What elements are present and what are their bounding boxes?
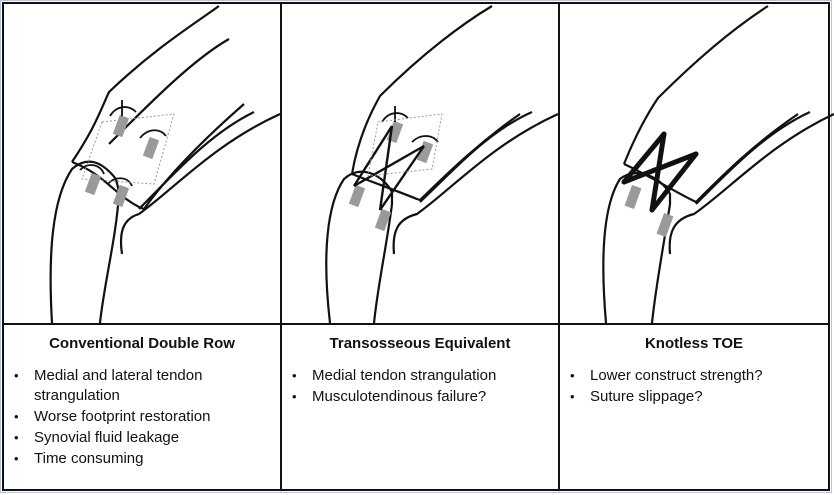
list-item: Time consuming [14,449,272,469]
anchor-2 [139,129,167,160]
list-item: Medial tendon strangulation [292,366,550,386]
panel-divider-1 [280,4,282,489]
panel-title: Transosseous Equivalent [329,335,511,352]
suture-anchors [79,100,175,208]
list-item: Worse footprint restoration [14,407,272,427]
anchor-4 [107,177,133,208]
caption-conventional-double-row: Conventional Double Row Medial and later… [4,325,280,489]
list-item: Musculotendinous failure? [292,387,550,407]
list-item: Medial and lateral tendon strangulation [14,366,272,406]
caption-transosseous-equivalent: Transosseous Equivalent Medial tendon st… [282,325,558,489]
bullet-list: Lower construct strength? Suture slippag… [568,366,820,407]
tendon-lower-outline [71,103,245,211]
suture-anchors [348,106,443,232]
caption-divider [4,323,828,325]
panel-title: Knotless TOE [644,335,744,352]
footprint-dots [81,113,175,185]
suture-cross-pattern [352,125,425,211]
caption-knotless-toe: Knotless TOE Lower construct strength? S… [560,325,828,489]
tendon-upper-outline [350,5,493,175]
tendon-lower-outline [623,113,799,204]
panel-divider-2 [558,4,560,489]
list-item: Suture slippage? [570,387,820,407]
panel-transosseous-equivalent-illustration [325,5,558,323]
panel-title: Conventional Double Row [49,335,235,352]
footprint-dots [367,113,443,177]
humerus-outline [49,160,121,323]
anchor-1 [109,100,137,138]
list-item: Synovial fluid leakage [14,428,272,448]
anchor-lateral-1 [348,184,366,208]
anchor-lateral-1 [624,184,642,210]
bullet-list: Medial and lateral tendon strangulation … [12,366,272,469]
anchor-medial-2 [416,140,434,164]
list-item: Lower construct strength? [570,366,820,386]
bone-inner-outline [392,112,558,255]
bone-inner-outline [119,112,280,255]
anchor-3 [79,164,105,196]
anchor-lateral-2 [656,212,674,238]
panel-conventional-double-row-illustration [49,5,280,323]
bone-surface-outline [419,110,533,203]
tendon-top-outline [108,38,230,145]
humerus-outline [325,170,394,323]
bone-surface-outline [695,110,811,205]
bone-inner-outline [668,113,834,255]
bone-surface-outline [138,111,255,210]
suture-anchors [621,131,699,238]
tendon-upper-outline [622,5,769,165]
anchor-lateral-2 [374,208,392,232]
tendon-upper-outline [71,5,220,163]
bullet-list: Medial tendon strangulation Musculotendi… [290,366,550,407]
suture-knotless-pattern [621,131,699,213]
panel-knotless-toe-illustration [602,5,834,323]
